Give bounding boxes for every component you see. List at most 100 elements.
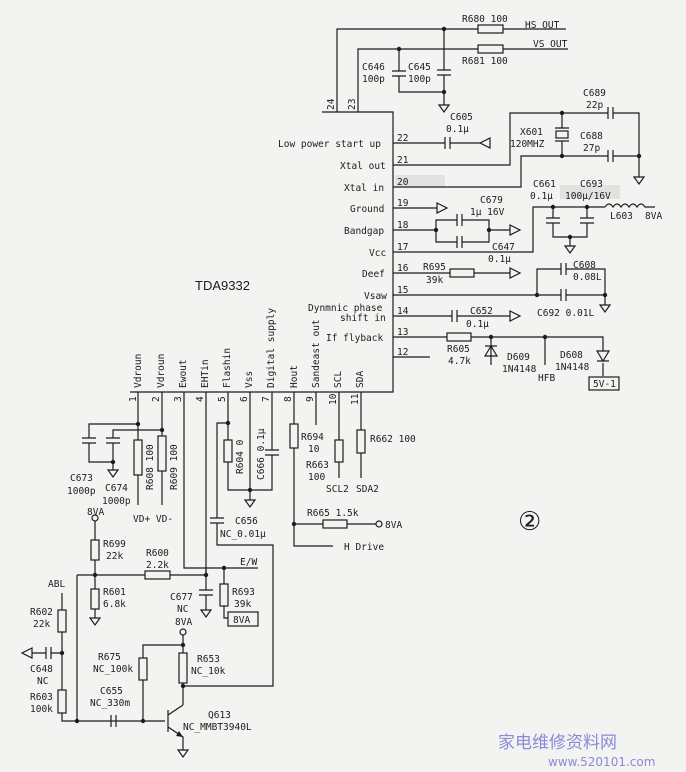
c655-label: C655 xyxy=(100,686,123,697)
c652-label: C652 xyxy=(470,306,493,317)
c648-value: NC xyxy=(37,676,48,687)
pin-8: 8 xyxy=(283,396,294,402)
pin-4: 4 xyxy=(195,396,206,402)
watermark-title: 家电维修资料网 xyxy=(498,733,617,753)
c647-label: C647 xyxy=(492,242,515,253)
ew-network xyxy=(20,514,259,759)
c605-label: C605 xyxy=(450,112,473,123)
pin-21: 21 xyxy=(397,155,409,166)
x601-label: X601 xyxy=(520,127,543,138)
d608-value: 1N4148 xyxy=(555,362,590,373)
right-component-labels: C689 22p X601 120MHZ C688 27p C661 0.1μ … xyxy=(423,88,662,391)
x601-value: 120MHZ xyxy=(510,139,545,150)
scl2-label: SCL2 xyxy=(326,484,349,495)
r600-value: 2.2k xyxy=(146,560,169,571)
c605-value: 0.1μ xyxy=(446,124,469,135)
r663-value: 100 xyxy=(308,472,325,483)
c677-value: NC xyxy=(177,604,188,615)
pin-label-digital-supply: Digital supply xyxy=(266,308,277,388)
d609-value: 1N4148 xyxy=(502,364,537,375)
c688-label: C688 xyxy=(580,131,603,142)
c608-label: C608 xyxy=(573,260,596,271)
bottom-component-labels: C673 1000p C674 1000p R608 100 R609 100 … xyxy=(67,428,416,553)
c693-label: C693 xyxy=(580,179,603,190)
pin-label-ewout: Ewout xyxy=(178,359,189,388)
pin-16: 16 xyxy=(397,263,409,274)
pin-14: 14 xyxy=(397,306,409,317)
c645-value: 100p xyxy=(408,74,431,85)
pin-22: 22 xyxy=(397,133,408,144)
d608-label: D608 xyxy=(560,350,583,361)
pin-label-xtal-out: Xtal out xyxy=(340,161,386,172)
ew-labels: E/W 8VA R699 22k R600 2.2k R601 6.8k C67… xyxy=(30,507,257,733)
r662-label: R662 100 xyxy=(370,434,416,445)
r694-label: R694 xyxy=(301,432,324,443)
hfb-label: HFB xyxy=(538,373,555,384)
pin-2: 2 xyxy=(151,396,162,402)
r602-label: R602 xyxy=(30,607,53,618)
r600-label: R600 xyxy=(146,548,169,559)
abl-label: ABL xyxy=(48,579,65,590)
r675-label: R675 xyxy=(98,652,121,663)
r609-label: R609 100 xyxy=(169,444,180,490)
watermark-url: www.520101.com xyxy=(548,755,655,769)
pin-label-vdroun-2: Vdroun xyxy=(156,354,167,388)
r608-label: R608 100 xyxy=(145,444,156,490)
c656-value: NC_0.01μ xyxy=(220,529,266,540)
5v-box xyxy=(588,376,620,391)
r680-label: R680 100 xyxy=(462,14,508,25)
r604-label: R604 0 xyxy=(235,439,246,474)
ic-outline xyxy=(130,111,394,393)
pin-label-vsaw: Vsaw xyxy=(364,291,387,302)
background-bleed-text xyxy=(395,175,620,199)
r695-label: R695 xyxy=(423,262,446,273)
h-drive-label: H Drive xyxy=(344,542,384,553)
r605-label: R605 xyxy=(447,344,470,355)
pin-13: 13 xyxy=(397,327,408,338)
c656-label: C656 xyxy=(235,516,258,527)
r663-label: R663 xyxy=(306,460,329,471)
pin-label-vdroun-1: Vdroun xyxy=(133,354,144,388)
pin-label-bandgap: Bandgap xyxy=(344,226,384,237)
c646-label: C646 xyxy=(362,62,385,73)
c646-value: 100p xyxy=(362,74,385,85)
r602-value: 22k xyxy=(33,619,50,630)
c689-value: 22p xyxy=(586,100,603,111)
pin-3: 3 xyxy=(173,396,184,402)
c673-label: C673 xyxy=(70,473,93,484)
c692-label: C692 0.01L xyxy=(537,308,594,319)
r699-value: 22k xyxy=(106,551,123,562)
bottom-pin-labels: Vdroun Vdroun Ewout EHTin Flashin Vss Di… xyxy=(128,308,366,405)
ew-label: E/W xyxy=(240,557,257,568)
pin-24: 24 xyxy=(326,98,337,110)
l603-label: L603 xyxy=(610,211,633,222)
figure-number: ② xyxy=(518,507,541,537)
r675-value: NC_100k xyxy=(93,664,133,675)
r694-value: 10 xyxy=(308,444,320,455)
pin-label-ground: Ground xyxy=(350,204,384,215)
pin-label-vss: Vss xyxy=(244,371,255,388)
c677-label: C677 xyxy=(170,592,193,603)
pin-label-scl: SCL xyxy=(333,371,344,388)
pin-label-low-power: Low power start up xyxy=(278,139,381,150)
c661-label: C661 xyxy=(533,179,556,190)
pin-label-sda: SDA xyxy=(355,371,366,388)
c652-value: 0.1μ xyxy=(466,319,489,330)
l603-net: 8VA xyxy=(645,211,662,222)
pin-10: 10 xyxy=(328,393,339,405)
sda2-label: SDA2 xyxy=(356,484,379,495)
right-pin-labels: Low power start up Xtal out Xtal in Grou… xyxy=(278,133,409,358)
q613-value: NC_MMBT3940L xyxy=(183,722,252,733)
pin-23: 23 xyxy=(347,99,358,110)
c666-label: C666 0.1μ xyxy=(256,428,267,480)
c693-value: 100μ/16V xyxy=(565,191,611,202)
pin-6: 6 xyxy=(239,396,250,402)
pin-1: 1 xyxy=(128,396,139,402)
r603-label: R603 xyxy=(30,692,53,703)
pin-label-flashin: Flashin xyxy=(222,348,233,388)
pin-label-vcc: Vcc xyxy=(369,248,386,259)
pin-7: 7 xyxy=(261,396,272,402)
r605-value: 4.7k xyxy=(448,356,471,367)
